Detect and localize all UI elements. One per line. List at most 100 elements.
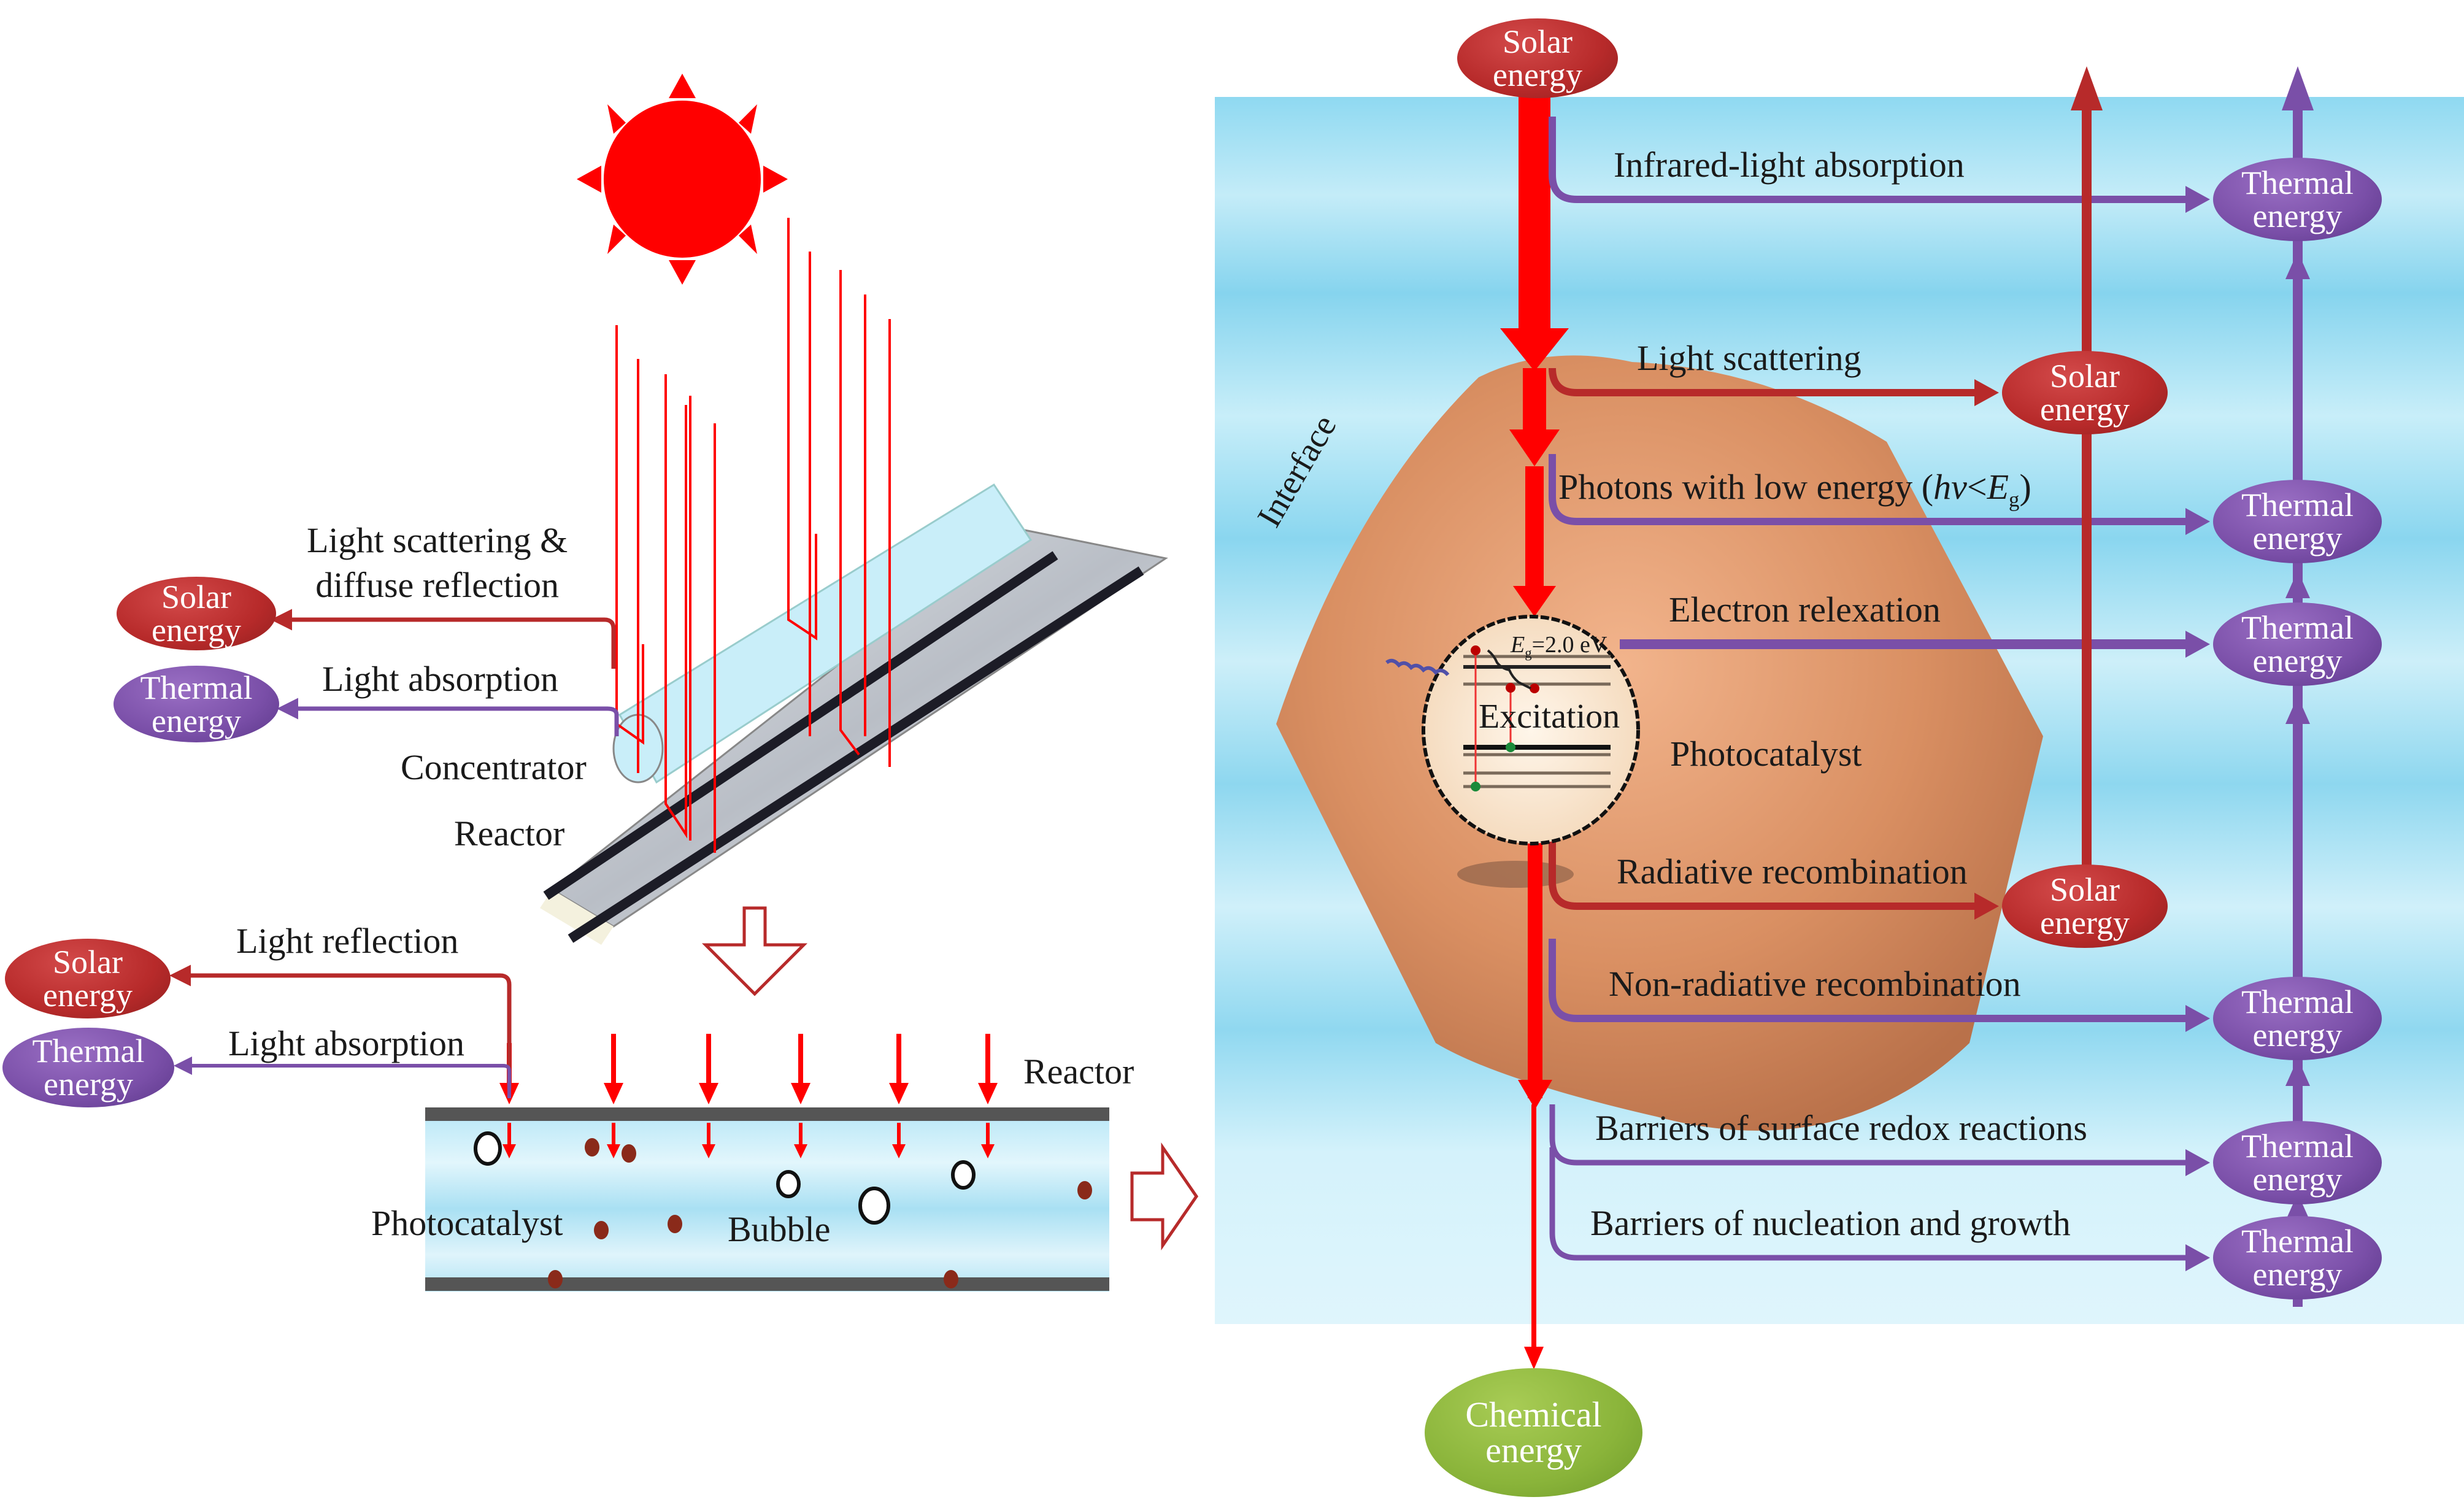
scatter-arrow [271,609,616,669]
node-line: Thermal [2241,487,2354,523]
pathway-label: Photons with low energy (hv<Eg) [1558,467,2031,512]
reactor-tube [425,1107,1109,1291]
photocatalyst-particle-dot [594,1221,609,1239]
node-line: Thermal [2241,1128,2354,1164]
bubble-label: Bubble [728,1209,831,1249]
photocatalyst-particle-dot [944,1270,958,1288]
incident-arrow [978,1034,998,1158]
pathway-arrow [1549,1104,2192,1166]
pathway-arrowhead [2185,1244,2210,1271]
node-line: energy [2040,904,2130,941]
node-line: Chemical [1465,1395,1602,1434]
node-line: energy [1485,1430,1582,1470]
incident-arrow [604,1034,623,1158]
top-reactor-label: Reactor [454,814,565,853]
node-line: energy [2252,520,2343,556]
particle-shadow [1457,861,1574,888]
chemical-energy-node: Chemical energy [1425,1368,1642,1497]
pathway-arrow [1549,939,2192,1022]
down-arrow-icon [701,906,808,996]
reflection-label: Light reflection [236,921,459,961]
bubble [951,1160,976,1190]
node-line: energy [152,612,241,649]
node-line: energy [2252,1017,2343,1053]
pathway-arrowhead [1974,893,1999,920]
node-line: energy [1493,56,1582,93]
pathway-arrow [1549,454,2192,525]
photocatalyst-particle-dot [622,1144,636,1163]
bandgap-subscript: g [1525,645,1532,661]
pathway-label: Electron relexation [1669,590,1941,629]
node-line: Solar [161,579,231,615]
photocatalyst-tube-label: Photocatalyst [371,1203,563,1243]
bubble [858,1187,890,1225]
excitation-zoom [1385,615,1640,845]
node-line: Solar [2050,358,2120,395]
photocatalyst-particle-dot [548,1270,563,1288]
photocatalyst-particle-dot [1077,1181,1092,1199]
pathway-label: Barriers of nucleation and growth [1590,1203,2071,1243]
pathway-arrow [1549,368,1981,396]
photon-wave-icon [1385,658,1450,677]
sunlight-rays [615,218,891,853]
photocatalyst-label: Photocatalyst [1670,734,1862,774]
bottom-reactor-label: Reactor [1023,1052,1134,1091]
scatter-label-line2: diffuse reflection [315,564,559,605]
node-line: Solar [2050,871,2120,908]
bottom-absorption-arrow [174,1057,511,1098]
node-line: Thermal [2241,1223,2354,1260]
photocatalyst-particle [1276,355,2043,1131]
solar-beam [1500,95,1569,1369]
incident-arrow [889,1034,909,1158]
bubble [474,1131,502,1166]
solar-collector-line [2071,66,2103,908]
pathway-arrow [1549,1147,2192,1261]
photocatalyst-particle-dot [668,1215,682,1233]
pathway-label: Barriers of surface redox reactions [1595,1108,2087,1148]
incident-arrow [791,1034,810,1158]
bandgap-label: Eg=2.0 eV [1511,633,1607,660]
pathway-label: Infrared-light absorption [1614,145,1965,185]
concentrator-trough [540,483,1168,945]
bottom-thermal-energy-node: Thermal energy [2,1028,174,1107]
node-line: Solar [53,944,123,980]
pathway-arrowhead [2185,508,2210,535]
node-line: Thermal [140,669,253,706]
excitation-label: Excitation [1479,698,1620,736]
pathway-arrows [1549,117,2210,1271]
node-line: energy [2252,642,2343,679]
pathway-arrowhead [2185,186,2210,213]
node-line: energy [2252,1256,2343,1293]
pathway-label: Non-radiative recombination [1609,964,2021,1004]
bandgap-value: =2.0 eV [1531,632,1607,658]
node-line: Thermal [2241,983,2354,1020]
node-line: Solar [1503,23,1573,60]
top-absorption-label: Light absorption [322,659,559,699]
node-line: energy [152,702,241,739]
top-thermal-energy-node: Thermal energy [114,666,279,742]
source-solar-energy-node: Solar energy [1457,18,1618,98]
node-line: energy [2040,391,2130,428]
node-line: Thermal [2241,609,2354,646]
scatter-label: Light scattering & diffuse reflection [307,518,568,607]
node-line: energy [44,1066,133,1103]
bottom-absorption-label: Light absorption [228,1023,465,1063]
pathway-label: Light scattering [1637,338,1861,378]
node-line: energy [43,977,133,1014]
pathway-arrowhead [2185,1149,2210,1176]
concentrator-label: Concentrator [401,747,587,787]
incident-arrow [699,1034,718,1158]
photocatalyst-particle-dot [585,1138,599,1157]
pathway-arrowhead [2185,631,2210,658]
absorption-arrow [277,698,619,736]
tube-contents [474,1131,1092,1288]
